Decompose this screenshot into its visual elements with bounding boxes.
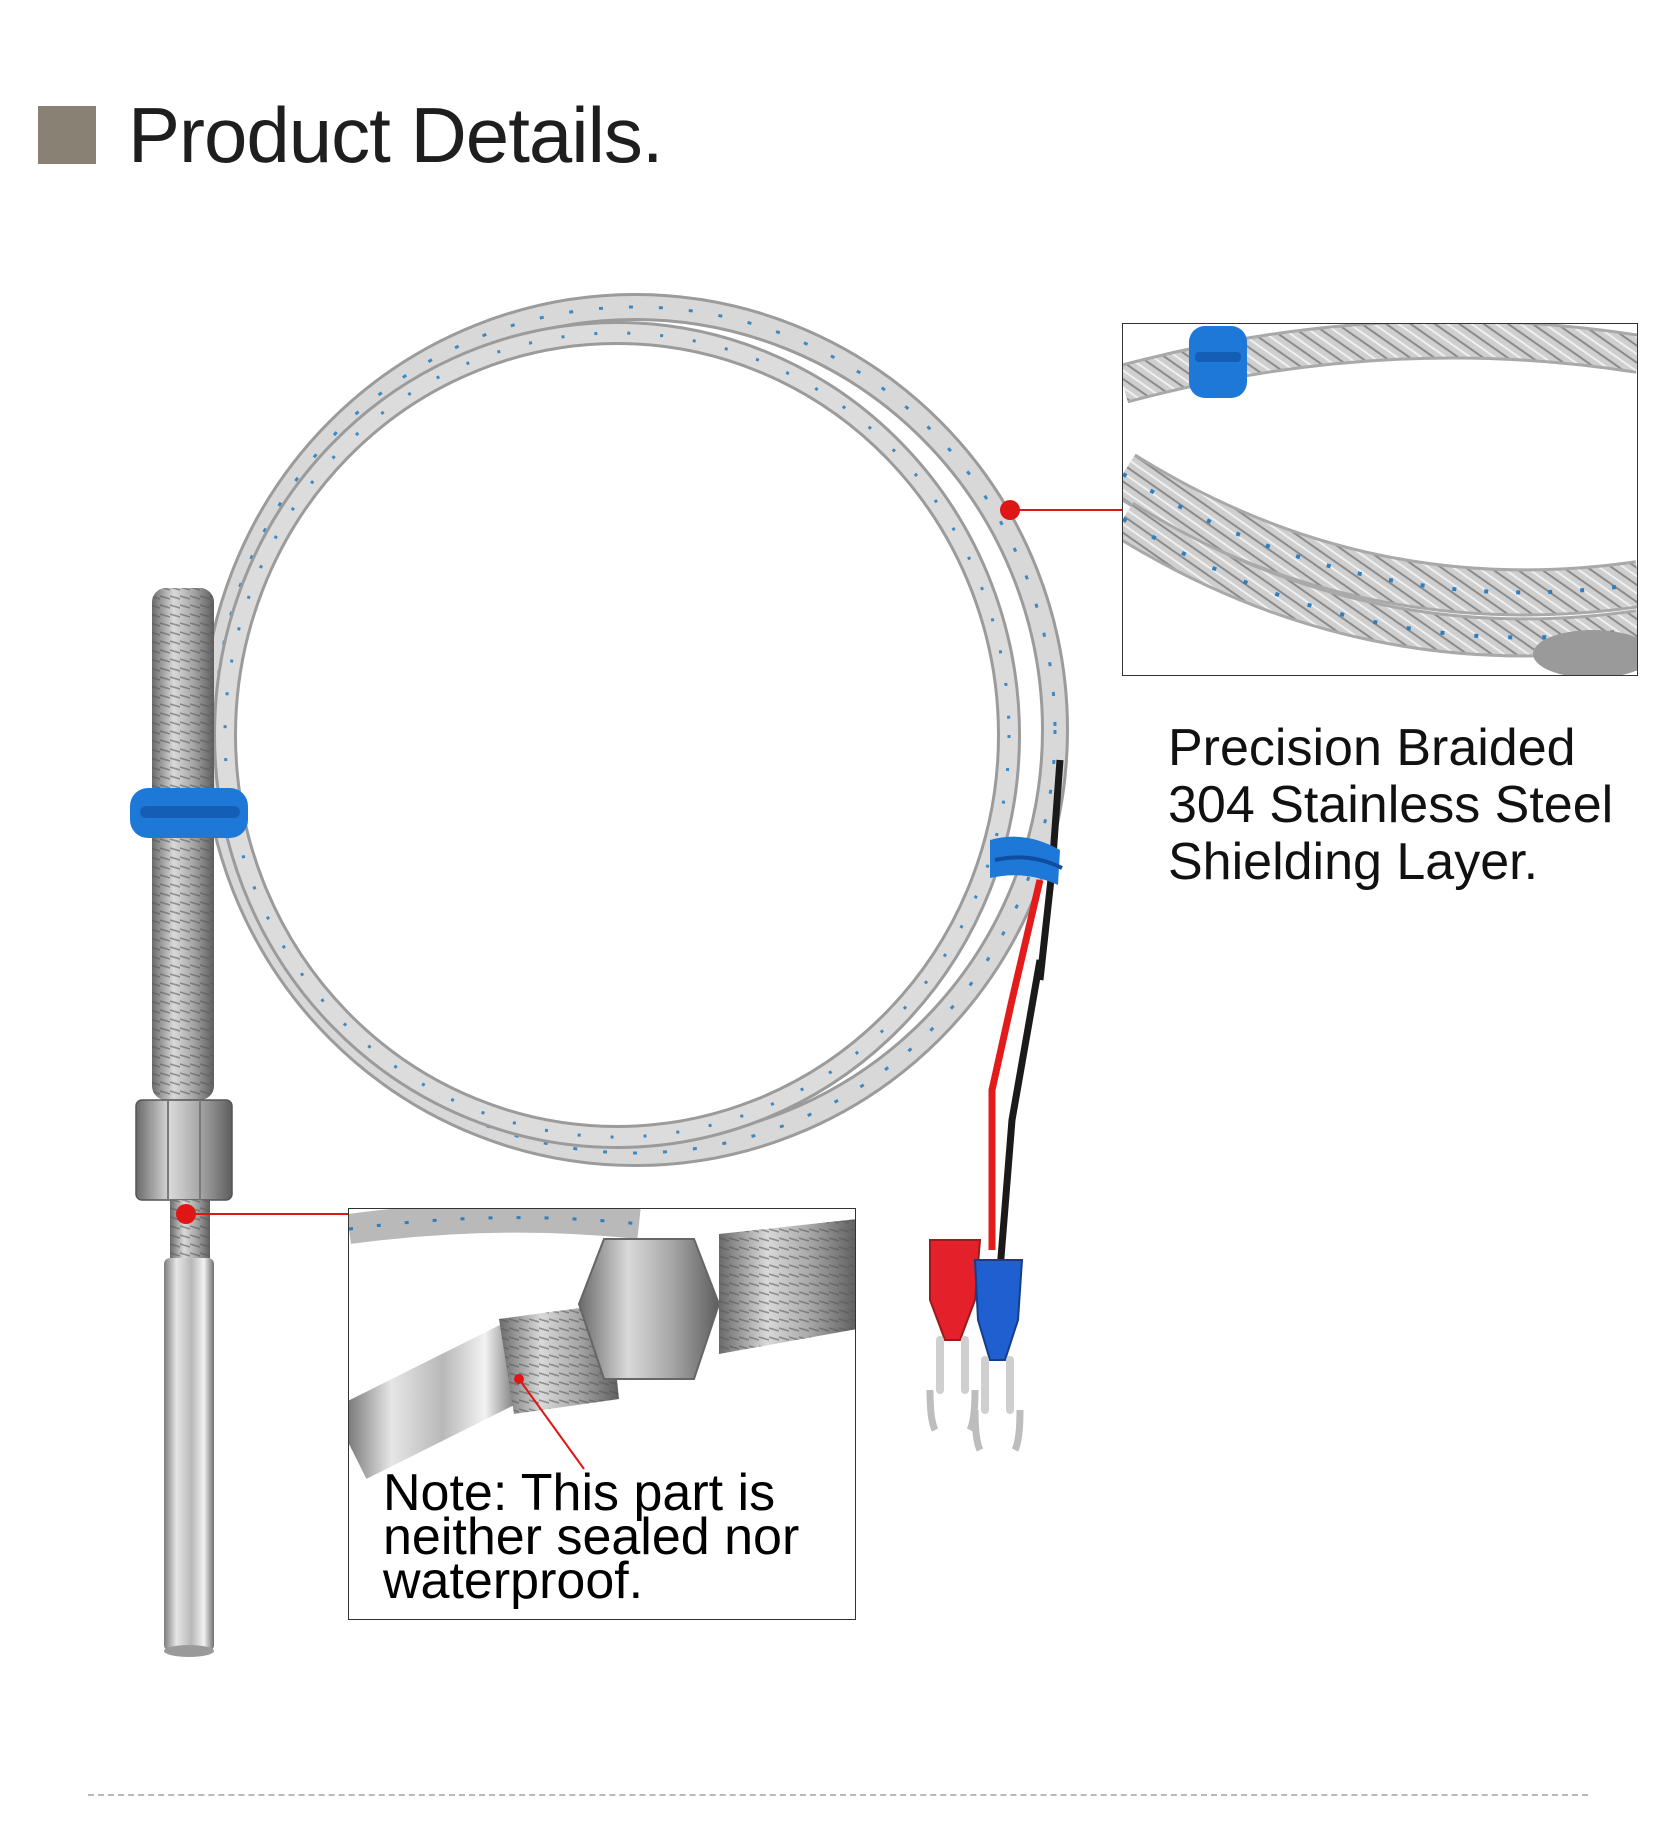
dashed-divider <box>88 1794 1588 1796</box>
shielding-callout: Precision Braided 304 Stainless Steel Sh… <box>1168 720 1613 891</box>
red-terminal <box>926 1239 982 1432</box>
shielding-line-2: 304 Stainless Steel <box>1168 776 1614 834</box>
fitting-closeup-image <box>349 1209 855 1619</box>
note-line-1: Note: This part is <box>383 1464 776 1522</box>
section-header: Product Details. <box>38 91 664 179</box>
blue-terminal <box>971 1259 1024 1452</box>
note-line-2: neither sealed nor <box>383 1508 800 1566</box>
braid-closeup-image <box>1123 324 1637 675</box>
page-title: Product Details. <box>128 90 664 179</box>
braided-cable <box>201 293 1069 1167</box>
shielding-line-1: Precision Braided <box>1168 719 1576 777</box>
shielding-line-3: Shielding Layer. <box>1168 833 1539 891</box>
blue-sleeve-left <box>130 788 248 838</box>
blue-sleeve-right <box>990 836 1063 885</box>
hex-nut <box>135 1099 233 1201</box>
probe-tube <box>164 1258 214 1657</box>
note-callout: Note: This part is neither sealed nor wa… <box>383 1464 800 1610</box>
fitting-detail-inset: Note: This part is neither sealed nor wa… <box>348 1208 856 1620</box>
note-line-3: waterproof. <box>383 1552 644 1610</box>
pointer-shielding <box>1000 500 1122 520</box>
pointer-note <box>176 1204 348 1224</box>
header-square-marker <box>38 106 96 164</box>
braid-detail-inset <box>1122 323 1638 676</box>
probe-spring <box>152 588 214 1100</box>
